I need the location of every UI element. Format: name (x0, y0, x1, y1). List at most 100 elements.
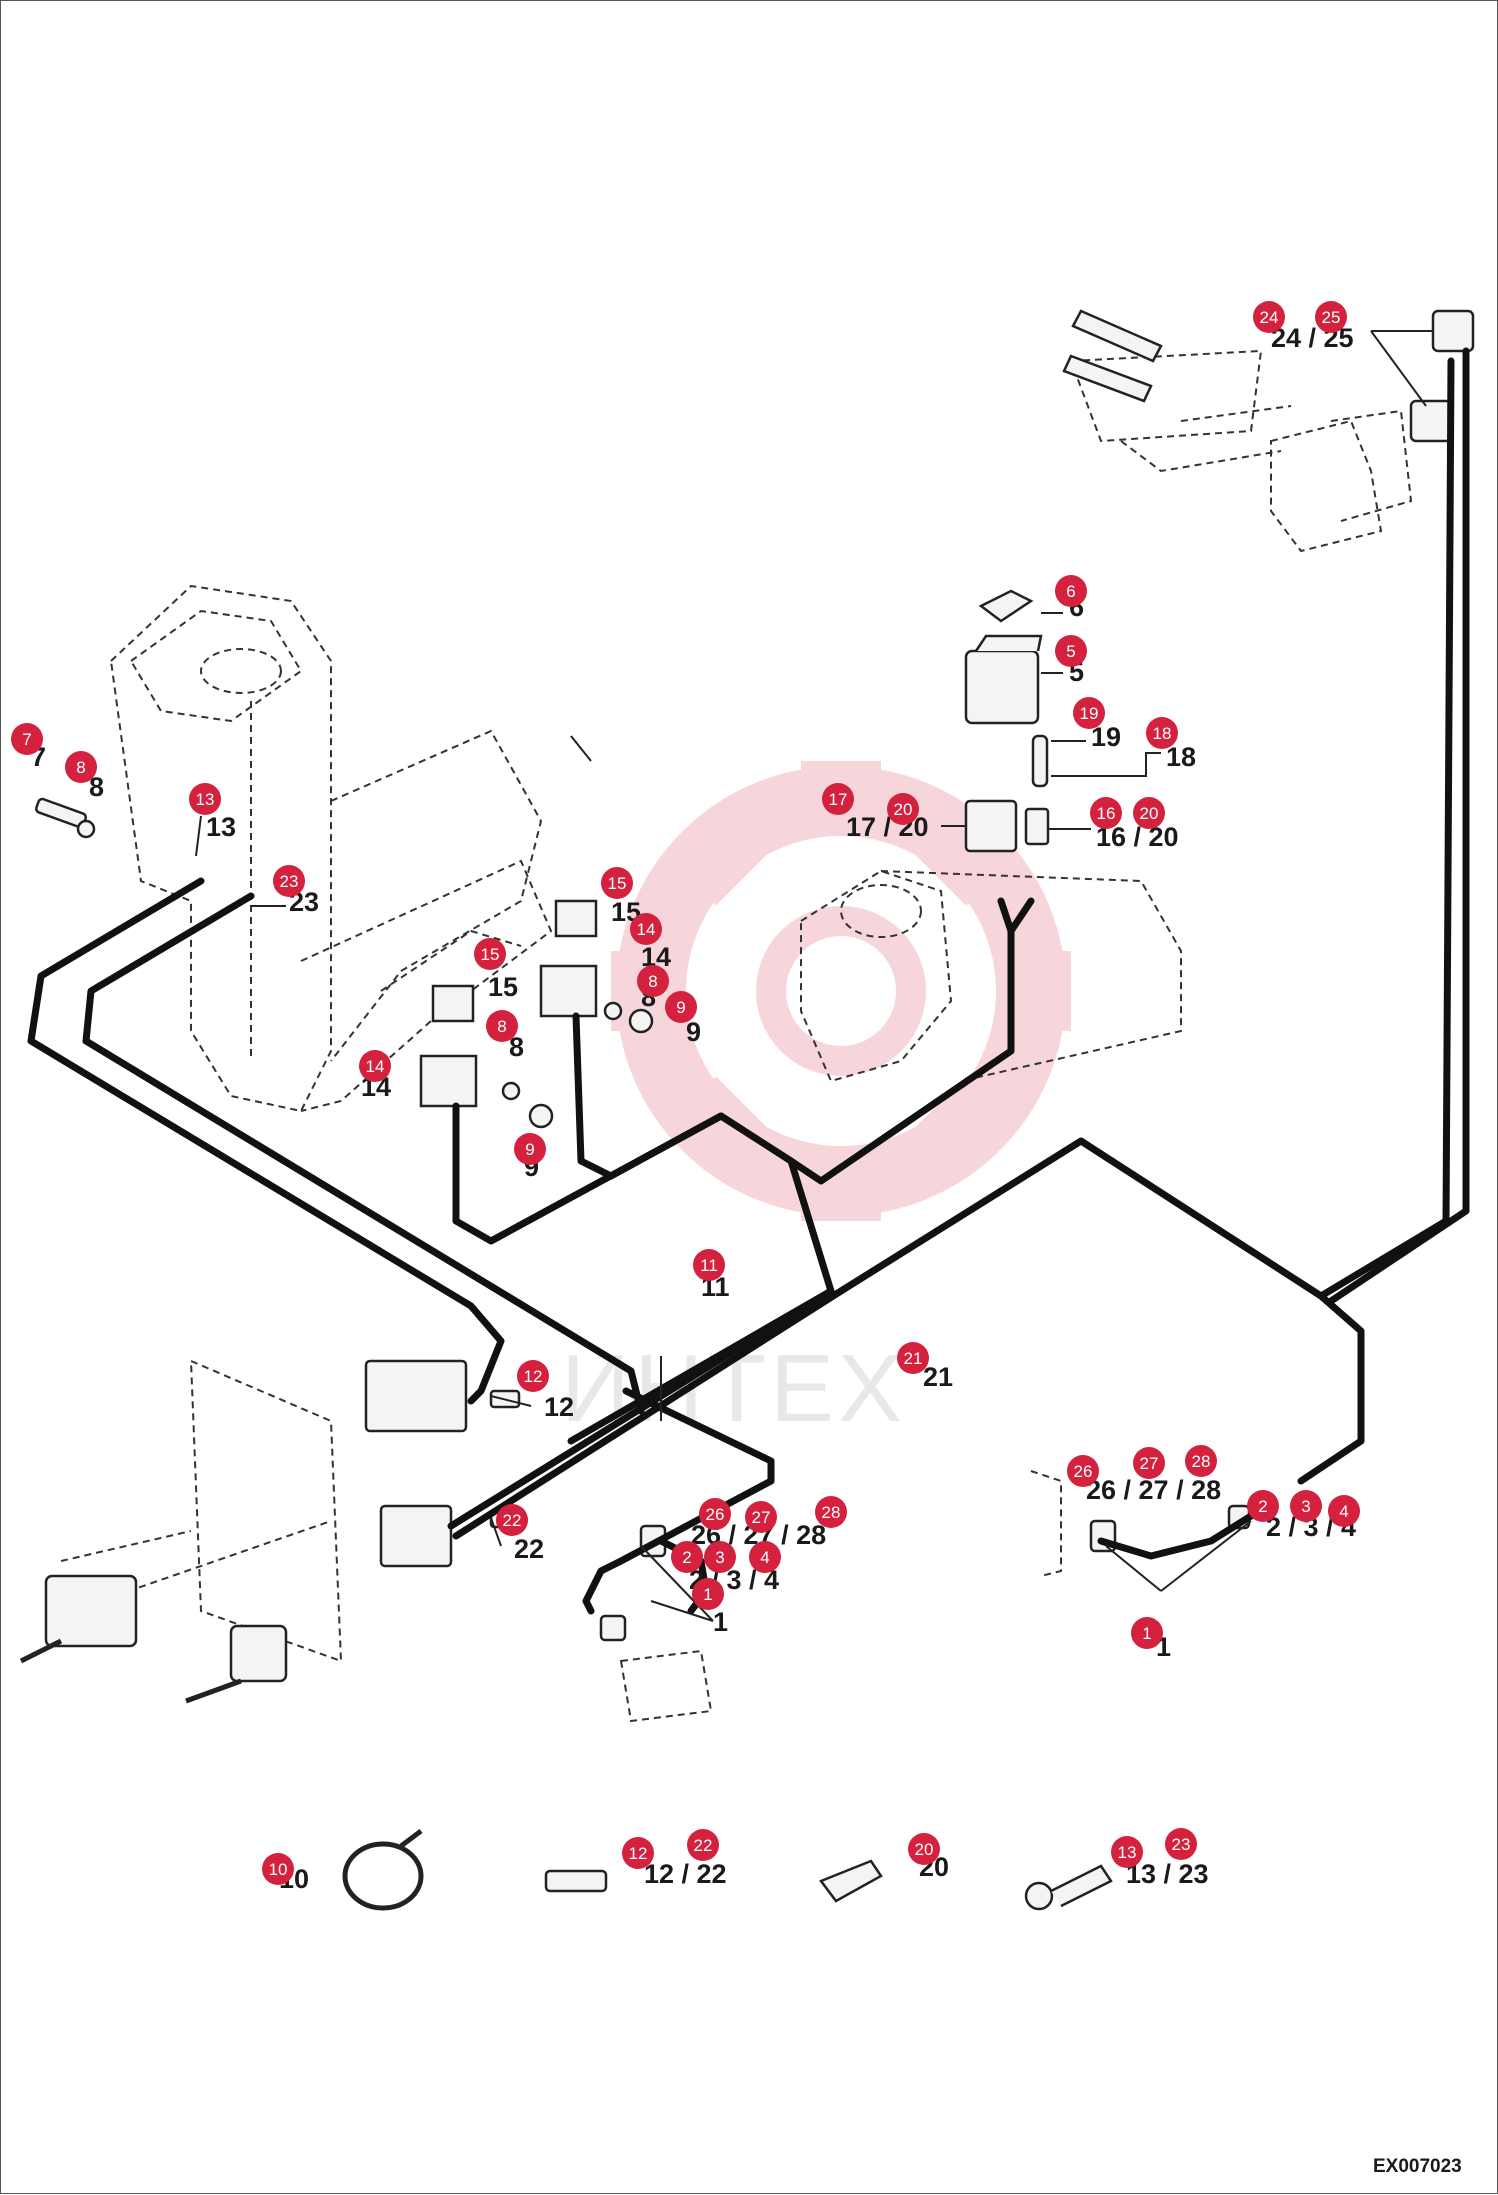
callout-circle (1073, 697, 1105, 729)
callout-number: 11 (700, 1256, 718, 1275)
callout-circle (704, 1541, 736, 1573)
callout-number: 19 (1080, 704, 1099, 723)
callout-4: 4 (1328, 1495, 1360, 1527)
callout-number: 20 (894, 800, 913, 819)
callout-3: 3 (1290, 1490, 1322, 1522)
callout-9: 9 (665, 991, 697, 1023)
callout-number: 17 (829, 790, 848, 809)
callout-number: 12 (629, 1844, 648, 1863)
callout-number: 15 (481, 945, 500, 964)
callout-27: 27 (745, 1501, 777, 1533)
label-22: 22 (514, 1534, 544, 1564)
callout-number: 4 (760, 1548, 769, 1567)
callout-7: 7 (11, 723, 43, 755)
callout-circle (273, 865, 305, 897)
callout-14: 14 (630, 913, 662, 945)
callout-number: 15 (608, 874, 627, 893)
label-12-22: 12 / 22 (644, 1859, 727, 1889)
label-18: 18 (1166, 742, 1196, 772)
callout-21: 21 (897, 1342, 929, 1374)
callout-25: 25 (1315, 301, 1347, 333)
callout-18: 18 (1146, 717, 1178, 749)
callout-number: 4 (1339, 1502, 1348, 1521)
callout-number: 14 (366, 1057, 385, 1076)
callout-circle (65, 751, 97, 783)
callout-19: 19 (1073, 697, 1105, 729)
callout-23: 23 (273, 865, 305, 897)
drawing-code: EX007023 (1373, 2156, 1462, 2177)
callout-26: 26 (699, 1498, 731, 1530)
callout-number: 22 (694, 1836, 713, 1855)
callout-23: 23 (1165, 1828, 1197, 1860)
callout-circle (887, 793, 919, 825)
callout-circle (1133, 1447, 1165, 1479)
callout-circle (601, 867, 633, 899)
callout-number: 2 (1258, 1497, 1267, 1516)
callout-4: 4 (749, 1541, 781, 1573)
leader-lines (195, 330, 1433, 1622)
callout-circle (1315, 301, 1347, 333)
callout-26: 26 (1067, 1455, 1099, 1487)
callout-circle (693, 1249, 725, 1281)
callout-circle (1090, 797, 1122, 829)
callout-circle (514, 1133, 546, 1165)
callout-number: 14 (637, 920, 656, 939)
callout-number: 3 (1301, 1497, 1310, 1516)
callout-12: 12 (517, 1360, 549, 1392)
callout-20: 20 (908, 1833, 940, 1865)
callout-circle (1131, 1617, 1163, 1649)
callout-number: 5 (1066, 642, 1075, 661)
callout-number: 23 (280, 872, 299, 891)
callout-2: 2 (1247, 1490, 1279, 1522)
callout-number: 9 (676, 998, 685, 1017)
callout-8: 8 (65, 751, 97, 783)
callout-circle (630, 913, 662, 945)
components (19, 309, 1475, 1911)
callout-circle (517, 1360, 549, 1392)
callout-number: 26 (706, 1505, 725, 1524)
callout-15: 15 (474, 938, 506, 970)
callout-circle (1328, 1495, 1360, 1527)
callout-13: 13 (1111, 1836, 1143, 1868)
callout-circle (1133, 797, 1165, 829)
callout-circle (665, 991, 697, 1023)
callout-12: 12 (622, 1837, 654, 1869)
callout-circle (359, 1050, 391, 1082)
callout-number: 21 (904, 1349, 923, 1368)
callout-circle (1185, 1445, 1217, 1477)
callout-16: 16 (1090, 797, 1122, 829)
callout-20: 20 (1133, 797, 1165, 829)
callout-circle (815, 1496, 847, 1528)
callout-number: 24 (1260, 308, 1279, 327)
callout-number: 1 (703, 1585, 712, 1604)
callout-circle (1165, 1828, 1197, 1860)
callout-number: 6 (1066, 582, 1075, 601)
callout-number: 18 (1153, 724, 1172, 743)
callout-number: 25 (1322, 308, 1341, 327)
callout-number: 1 (1142, 1624, 1151, 1643)
callout-circle (474, 938, 506, 970)
callout-11: 11 (693, 1249, 725, 1281)
callout-number: 20 (915, 1840, 934, 1859)
callout-number: 22 (503, 1511, 522, 1530)
callout-circle (1055, 635, 1087, 667)
callout-8: 8 (486, 1010, 518, 1042)
callout-circle (11, 723, 43, 755)
callout-circle (897, 1342, 929, 1374)
callout-20: 20 (887, 793, 919, 825)
callout-circle (262, 1853, 294, 1885)
label-13-23: 13 / 23 (1126, 1859, 1209, 1889)
callout-3: 3 (704, 1541, 736, 1573)
callout-number: 12 (524, 1367, 543, 1386)
callout-number: 9 (525, 1140, 534, 1159)
callout-number: 26 (1074, 1462, 1093, 1481)
callout-number: 20 (1140, 804, 1159, 823)
callout-22: 22 (496, 1504, 528, 1536)
label-15b: 15 (488, 972, 518, 1002)
callout-10: 10 (262, 1853, 294, 1885)
callout-circle (1111, 1836, 1143, 1868)
callout-circle (637, 965, 669, 997)
callout-14: 14 (359, 1050, 391, 1082)
callout-circle (1253, 301, 1285, 333)
